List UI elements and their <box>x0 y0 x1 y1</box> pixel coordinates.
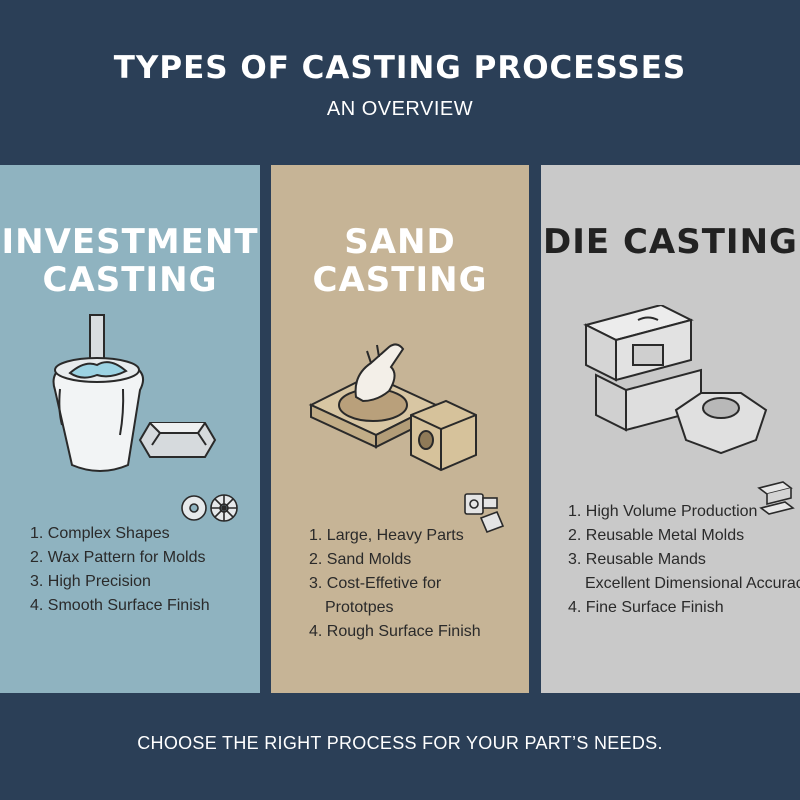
page-title: TYPES OF CASTING PROCESSES <box>113 50 687 86</box>
feature-list: 1. Large, Heavy Parts 2. Sand Molds 3. C… <box>309 524 481 644</box>
list-item: 1. High Volume Production <box>568 503 758 520</box>
list-item: 2. Sand Molds <box>309 551 412 568</box>
panel-title-line2: CASTING <box>42 260 218 300</box>
sand-block-icon <box>410 399 477 472</box>
small-mold-icon <box>757 481 795 515</box>
list-item: 2. Wax Pattern for Molds <box>30 549 206 566</box>
list-item: 4. Smooth Surface Finish <box>30 597 210 614</box>
list-item: 4. Fine Surface Finish <box>568 599 724 616</box>
panel-title: INVESTMENT CASTING <box>0 223 260 299</box>
footer-tagline: CHOOSE THE RIGHT PROCESS FOR YOUR PART’S… <box>137 733 663 753</box>
list-item: 2. Reusable Metal Molds <box>568 527 745 544</box>
panel-title-line1: SAND <box>344 222 456 262</box>
list-item: Prototpes <box>325 599 394 616</box>
machine-parts-icon <box>464 493 505 534</box>
panel-title-line2: CASTING <box>312 260 488 300</box>
investment-casting-panel: INVESTMENT CASTING 1. Complex Shapes 2. … <box>0 165 260 693</box>
sand-illustration <box>308 343 477 472</box>
cast-part-icon <box>138 422 217 458</box>
feature-list: 1. Complex Shapes 2. Wax Pattern for Mol… <box>30 522 210 618</box>
investment-illustration <box>52 314 217 472</box>
die-mold-icon <box>583 305 702 432</box>
list-item: 3. Cost-Effetive for <box>309 575 442 592</box>
die-illustration <box>583 305 768 455</box>
list-item: 1. Large, Heavy Parts <box>309 527 464 544</box>
pouring-crucible-icon <box>52 314 145 472</box>
list-item: 3. High Precision <box>30 573 151 590</box>
list-item: 1. Complex Shapes <box>30 525 170 542</box>
panel-title-line1: INVESTMENT <box>1 222 259 262</box>
die-casting-panel: DIE CASTING 1. High Volume Production 2.… <box>541 165 800 693</box>
hex-nut-icon <box>674 392 768 455</box>
feature-list: 1. High Volume Production 2. Reusable Me… <box>568 500 800 620</box>
gears-icon <box>181 494 238 522</box>
list-item: Excellent Dimensional Accuracy <box>585 575 800 592</box>
panel-title: SAND CASTING <box>271 223 529 299</box>
list-item: 4. Rough Surface Finish <box>309 623 481 640</box>
sand-casting-panel: SAND CASTING 1. Large, Heavy Parts 2. Sa… <box>271 165 529 693</box>
panel-title: DIE CASTING <box>543 222 798 262</box>
page-subtitle: AN OVERVIEW <box>326 98 474 120</box>
header: TYPES OF CASTING PROCESSES AN OVERVIEW <box>0 0 800 160</box>
list-item: 3. Reusable Mands <box>568 551 706 568</box>
